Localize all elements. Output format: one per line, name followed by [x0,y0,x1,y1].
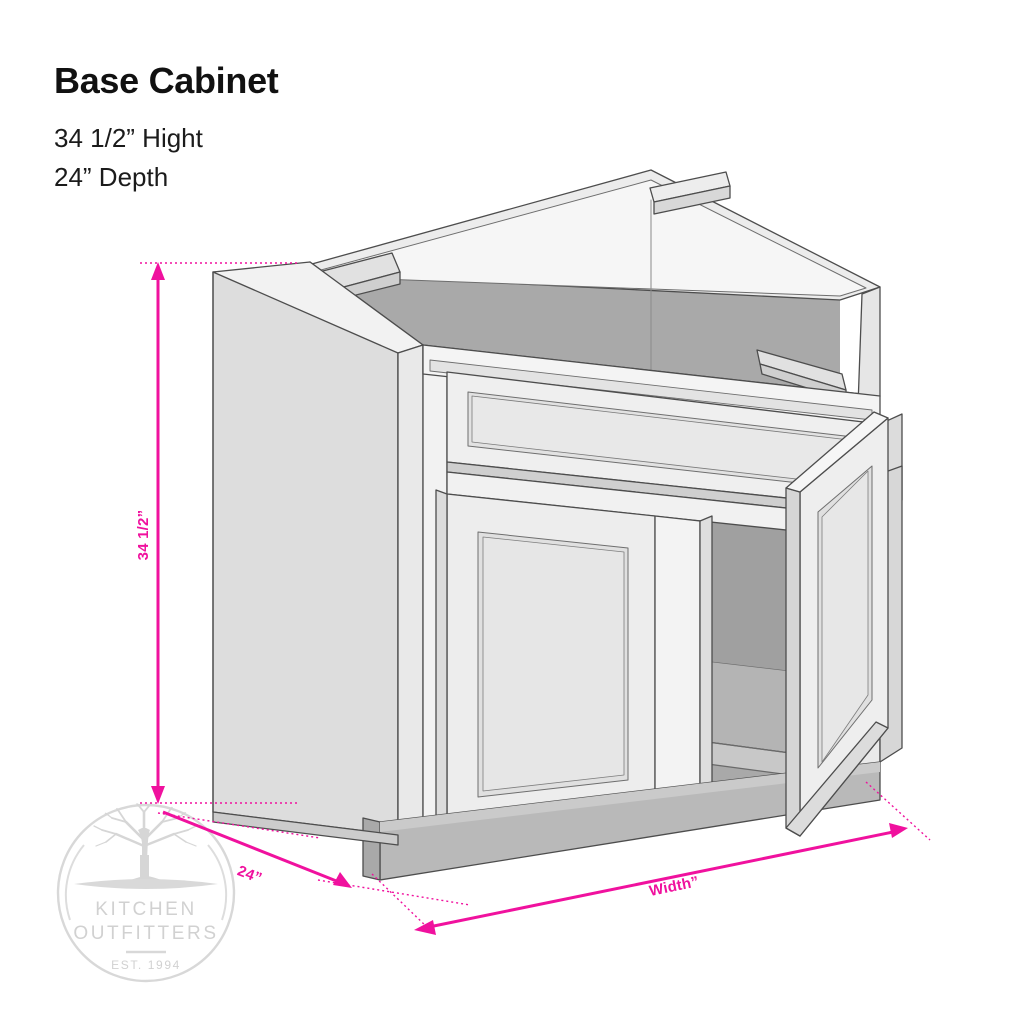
tree-icon [74,803,218,889]
height-arrow-top [151,262,165,280]
page-title: Base Cabinet [54,60,279,101]
top-back-rail-inner [298,179,867,297]
spec-depth: 24” Depth [54,162,168,192]
right-door-bottom-edge [785,721,889,837]
toe-kick-left-return [362,817,381,881]
left-door-hinge-edge [435,489,448,833]
ext-line-width-left [371,873,431,931]
cabinet-bottom-left-edge [212,811,399,846]
height-dimension-label: 34 1/2” [135,510,152,561]
left-side-panel [212,261,424,836]
center-stile-face [654,515,701,806]
spec-height: 34 1/2” Hight [54,123,204,153]
width-arrow-left [414,920,436,935]
logo-brand-line1: KITCHEN [95,899,197,920]
header-block: Base Cabinet 34 1/2” Hight 24” Depth [54,60,279,192]
width-arrow-right [889,823,908,838]
logo-brand-line2: OUTFITTERS [73,923,218,944]
right-door-open [785,411,889,837]
height-dimension: 34 1/2” [135,262,165,804]
depth-arrow-head [333,872,352,888]
left-door-panel-inner [482,536,625,792]
ext-line-depth-back [157,812,321,839]
cabinet-isometric-drawing [212,169,903,881]
center-stile-side [699,515,713,801]
right-door-hinge-edge [785,487,801,837]
left-side-face [212,271,399,836]
right-door-panel-inner [821,470,869,763]
rear-stretcher-edge [653,185,731,215]
center-stile [654,515,713,806]
toe-kick-top-shadow [380,762,880,832]
right-door-top-edge [785,411,889,493]
face-left-stile [397,344,424,839]
top-right-rail [857,286,881,407]
drawer-front [446,371,903,519]
height-arrow-bottom [151,786,165,804]
depth-dim-line [162,810,345,886]
width-dim-line [423,829,899,930]
left-door [435,489,656,833]
dimension-annotations: 34 1/2” 24” Width” [135,262,931,935]
ext-line-width-right [865,781,931,841]
logo-established: EST. 1994 [111,958,181,972]
brand-watermark: KITCHEN OUTFITTERS EST. 1994 [56,803,236,983]
